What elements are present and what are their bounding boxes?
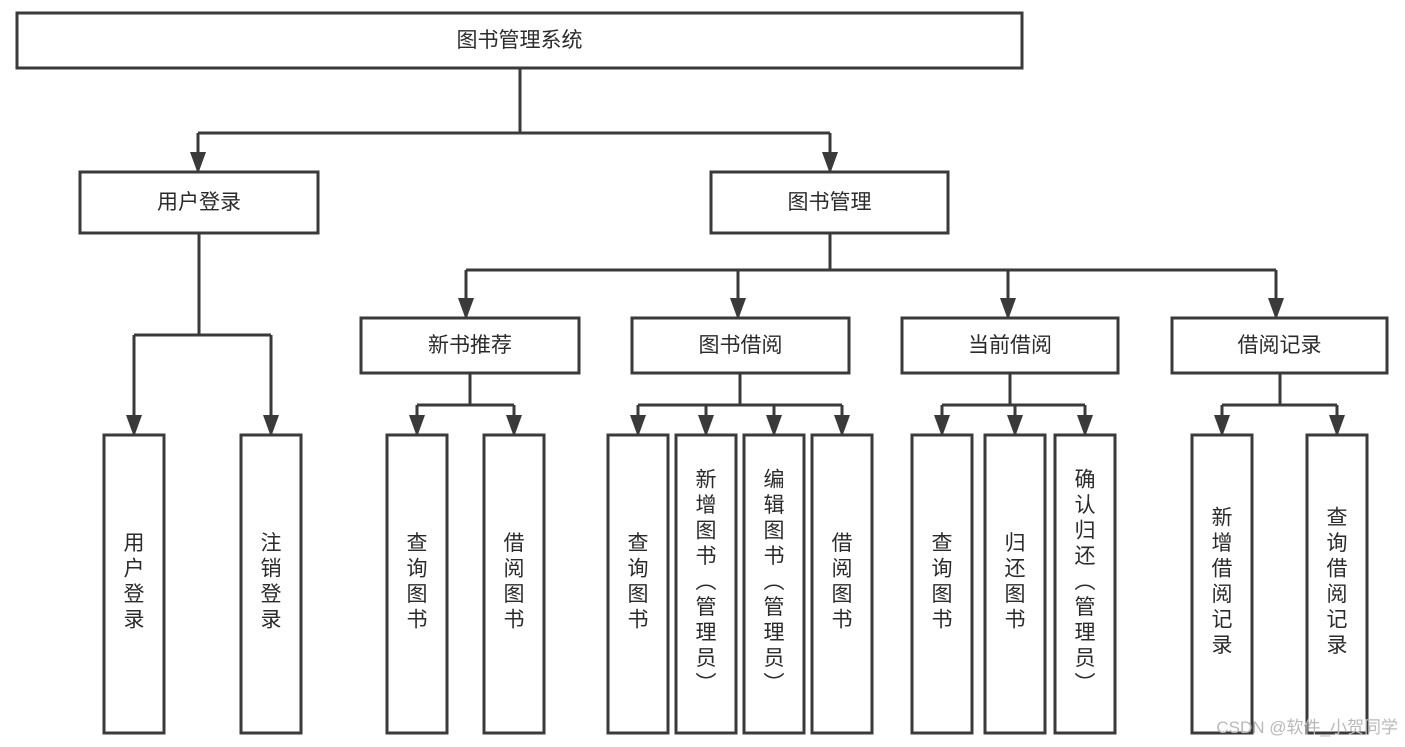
node-leaf-add-record[interactable]: 新增借阅记录 (1190, 433, 1254, 735)
node-book-borrow[interactable]: 图书借阅 (630, 316, 851, 375)
node-leaf-query-book-borrow[interactable]: 查询图书 (606, 433, 670, 735)
node-leaf-edit-book[interactable]: 编辑图书︵管理员︶ (742, 433, 806, 735)
arrow-head-icon (834, 415, 850, 437)
arrow-head-icon (409, 415, 425, 437)
node-label-leaf-edit-book: 编辑图书︵管理员︶ (764, 468, 785, 695)
arrow-head-icon (263, 415, 279, 437)
node-label-borrow-record: 借阅记录 (1238, 334, 1322, 357)
arrow-head-icon (1007, 415, 1023, 437)
node-box-user-login[interactable] (78, 170, 320, 235)
node-leaf-query-book-rec[interactable]: 查询图书 (385, 433, 449, 735)
arrow-head-icon (934, 415, 950, 437)
connector-conn-newbook-split (409, 373, 522, 437)
arrow-head-icon (822, 152, 838, 174)
node-label-leaf-query-book-current: 查询图书 (932, 532, 953, 632)
arrow-head-icon (506, 415, 522, 437)
connector-conn-bookmanage-split (458, 233, 1284, 320)
arrow-head-icon (1077, 415, 1093, 437)
node-box-root[interactable] (15, 11, 1024, 70)
node-label-book-borrow: 图书借阅 (699, 334, 783, 357)
node-box-leaf-borrow-book[interactable] (810, 433, 874, 735)
node-box-current-borrow[interactable] (900, 316, 1120, 375)
node-box-book-manage[interactable] (709, 170, 950, 235)
arrow-head-icon (126, 415, 142, 437)
arrow-head-icon (190, 152, 206, 174)
node-label-leaf-return-book: 归还图书 (1005, 532, 1026, 632)
node-new-book-rec[interactable]: 新书推荐 (359, 316, 581, 375)
node-label-user-login: 用户登录 (157, 191, 241, 214)
node-leaf-borrow-book[interactable]: 借阅图书 (810, 433, 874, 735)
node-label-book-manage: 图书管理 (788, 191, 872, 214)
node-box-leaf-user-login[interactable] (102, 433, 166, 735)
node-label-leaf-user-logout: 注销登录 (261, 532, 282, 632)
connector-layer (126, 68, 1345, 437)
node-leaf-confirm-return[interactable]: 确认归还︵管理员︶ (1053, 433, 1117, 735)
node-label-leaf-query-book-rec: 查询图书 (407, 532, 428, 632)
node-layer: 图书管理系统用户登录图书管理新书推荐图书借阅当前借阅借阅记录用户登录注销登录查询… (15, 11, 1389, 735)
node-box-leaf-query-book-rec[interactable] (385, 433, 449, 735)
arrow-head-icon (1214, 415, 1230, 437)
arrow-head-icon (458, 298, 474, 320)
connector-conn-currentborrow-split (934, 373, 1093, 437)
arrow-head-icon (1000, 298, 1016, 320)
node-label-leaf-borrow-book-rec: 借阅图书 (504, 532, 525, 632)
node-box-leaf-query-book-borrow[interactable] (606, 433, 670, 735)
arrow-head-icon (698, 415, 714, 437)
arrow-head-icon (730, 298, 746, 320)
connector-conn-bookborrow-split (630, 373, 850, 437)
node-label-leaf-query-book-borrow: 查询图书 (628, 532, 649, 632)
node-current-borrow[interactable]: 当前借阅 (900, 316, 1120, 375)
node-label-leaf-add-record: 新增借阅记录 (1212, 507, 1233, 658)
node-box-leaf-confirm-return[interactable] (1053, 433, 1117, 735)
node-label-leaf-add-book: 新增图书︵管理员︶ (696, 468, 717, 695)
node-root[interactable]: 图书管理系统 (15, 11, 1024, 70)
node-leaf-query-book-current[interactable]: 查询图书 (910, 433, 974, 735)
node-box-leaf-edit-book[interactable] (742, 433, 806, 735)
node-box-leaf-add-book[interactable] (674, 433, 738, 735)
node-leaf-return-book[interactable]: 归还图书 (983, 433, 1047, 735)
node-label-leaf-query-record: 查询借阅记录 (1327, 507, 1348, 658)
node-leaf-user-logout[interactable]: 注销登录 (239, 433, 303, 735)
connector-conn-borrowrecord-split (1214, 373, 1345, 437)
node-book-manage[interactable]: 图书管理 (709, 170, 950, 235)
arrow-head-icon (1268, 298, 1284, 320)
node-leaf-user-login[interactable]: 用户登录 (102, 433, 166, 735)
node-label-new-book-rec: 新书推荐 (428, 334, 512, 357)
node-box-new-book-rec[interactable] (359, 316, 581, 375)
node-box-leaf-user-logout[interactable] (239, 433, 303, 735)
node-label-leaf-user-login: 用户登录 (124, 532, 145, 632)
node-box-leaf-borrow-book-rec[interactable] (482, 433, 546, 735)
node-user-login[interactable]: 用户登录 (78, 170, 320, 235)
node-borrow-record[interactable]: 借阅记录 (1170, 316, 1389, 375)
node-label-root: 图书管理系统 (457, 29, 583, 52)
node-leaf-borrow-book-rec[interactable]: 借阅图书 (482, 433, 546, 735)
node-leaf-add-book[interactable]: 新增图书︵管理员︶ (674, 433, 738, 735)
arrow-head-icon (1329, 415, 1345, 437)
connector-conn-userlogin-split (126, 233, 279, 437)
node-label-current-borrow: 当前借阅 (968, 334, 1052, 357)
node-box-borrow-record[interactable] (1170, 316, 1389, 375)
node-label-leaf-borrow-book: 借阅图书 (832, 532, 853, 632)
connector-conn-root-split (190, 68, 838, 174)
arrow-head-icon (630, 415, 646, 437)
csdn-watermark: CSDN @软件_小贺同学 (1216, 718, 1398, 737)
node-box-book-borrow[interactable] (630, 316, 851, 375)
node-box-leaf-query-book-current[interactable] (910, 433, 974, 735)
node-label-leaf-confirm-return: 确认归还︵管理员︶ (1075, 468, 1096, 695)
node-leaf-query-record[interactable]: 查询借阅记录 (1305, 433, 1369, 735)
arrow-head-icon (766, 415, 782, 437)
node-box-leaf-return-book[interactable] (983, 433, 1047, 735)
node-box-leaf-query-record[interactable] (1305, 433, 1369, 735)
node-box-leaf-add-record[interactable] (1190, 433, 1254, 735)
